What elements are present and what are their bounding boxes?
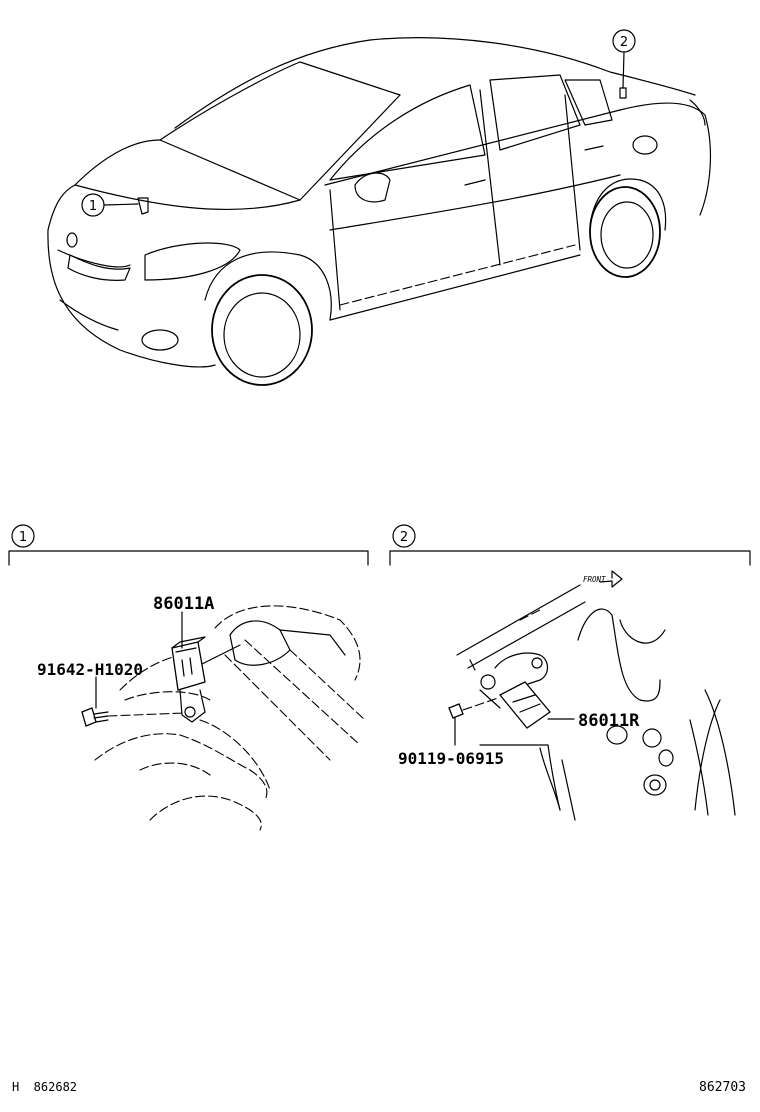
callout-1-car-marker: 1 (81, 193, 139, 217)
callout-2-car-marker: 2 (612, 29, 636, 89)
part-label-90119-06915: 90119-06915 (398, 749, 504, 768)
section-1-detail: 1 86011A 91642 (8, 524, 369, 831)
front-direction-arrow-icon: FRONT (583, 570, 623, 588)
car-overview-illustration (47, 37, 712, 386)
section-1-callout-circle (11, 524, 35, 548)
callout-2-label: 2 (620, 35, 628, 50)
front-direction-label: FRONT (583, 575, 606, 584)
section-2-callout-circle (392, 524, 416, 548)
section-1-callout-label: 1 (19, 530, 27, 545)
section-2-callout-label: 2 (400, 530, 408, 545)
bolt-91642-icon (81, 707, 186, 727)
section-1-bracket (8, 550, 369, 566)
section-2-bracket (389, 550, 751, 566)
section-2-detail: 2 FRONT (389, 524, 751, 821)
footer-left-code: H 862682 (12, 1080, 77, 1094)
part-label-86011R: 86011R (578, 711, 640, 731)
part-label-86011A: 86011A (153, 594, 214, 614)
callout-1-label: 1 (89, 199, 97, 214)
bolt-90119-icon (448, 697, 499, 719)
footer-right-code: 862703 (699, 1080, 746, 1095)
part-label-91642-H1020: 91642-H1020 (37, 660, 143, 679)
